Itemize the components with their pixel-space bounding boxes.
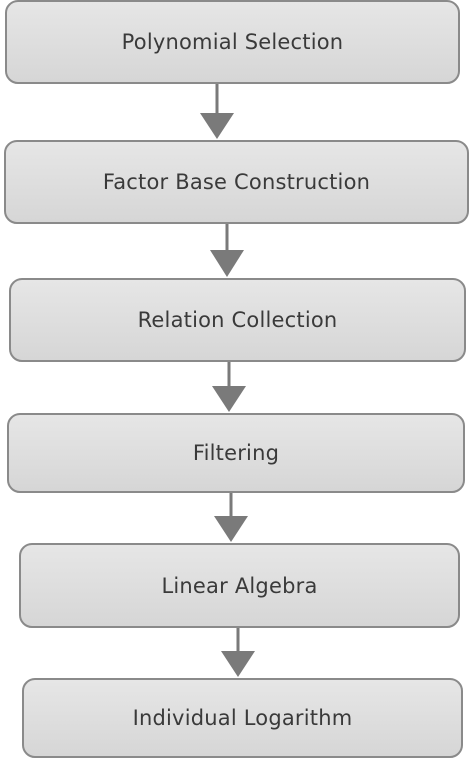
arrow-2-to-3 — [210, 224, 244, 277]
arrow-5-to-6 — [221, 628, 255, 677]
step-polynomial-selection: Polynomial Selection — [5, 0, 460, 84]
step-label: Factor Base Construction — [102, 170, 371, 194]
arrow-3-to-4 — [212, 362, 246, 412]
step-individual-logarithm: Individual Logarithm — [22, 678, 463, 758]
step-relation-collection: Relation Collection — [9, 278, 466, 362]
step-filtering: Filtering — [7, 413, 465, 493]
step-label: Linear Algebra — [161, 573, 318, 598]
arrow-1-to-2 — [200, 84, 234, 139]
step-linear-algebra: Linear Algebra — [19, 543, 460, 628]
arrow-4-to-5 — [214, 493, 248, 542]
step-label: Filtering — [192, 441, 280, 465]
step-label: Individual Logarithm — [132, 706, 353, 730]
step-label: Polynomial Selection — [121, 30, 344, 54]
step-factor-base-construction: Factor Base Construction — [4, 140, 469, 224]
step-label: Relation Collection — [137, 308, 338, 332]
